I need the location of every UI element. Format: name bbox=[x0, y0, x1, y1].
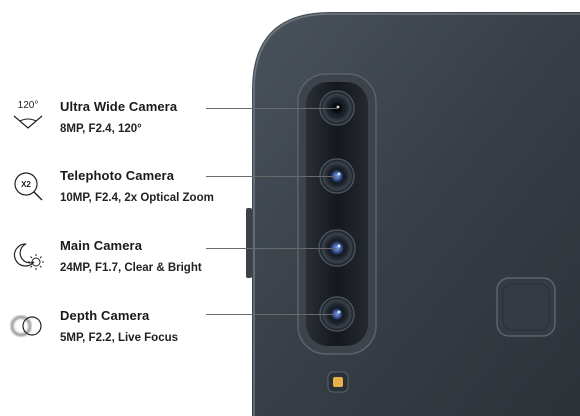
svg-text:X2: X2 bbox=[21, 180, 31, 189]
camera-title: Telephoto Camera bbox=[60, 168, 175, 183]
side-button bbox=[246, 208, 252, 278]
ultra-wide-camera-label: Ultra Wide Camera 8MP, F2.4, 120° bbox=[60, 99, 177, 137]
connector-line-ultra-wide bbox=[206, 108, 337, 109]
connector-line-telephoto bbox=[206, 176, 337, 177]
ultra-wide-angle-icon: 120° bbox=[13, 100, 43, 129]
camera-spec: 24MP, F1.7, Clear & Bright bbox=[60, 262, 202, 274]
depth-camera-label: Depth Camera 5MP, F2.2, Live Focus bbox=[60, 308, 178, 346]
lens-ultra-wide bbox=[319, 90, 355, 126]
camera-spec: 10MP, F2.4, 2x Optical Zoom bbox=[60, 192, 214, 204]
camera-title: Depth Camera bbox=[60, 308, 150, 323]
lens-telephoto bbox=[319, 158, 355, 194]
zoom-magnifier-icon: X2 bbox=[14, 172, 43, 201]
connector-line-main bbox=[206, 248, 337, 249]
lens-module bbox=[306, 82, 368, 346]
camera-spec: 5MP, F2.2, Live Focus bbox=[60, 332, 179, 344]
camera-title: Ultra Wide Camera bbox=[60, 99, 178, 114]
depth-focus-icon bbox=[11, 316, 42, 336]
svg-text:120°: 120° bbox=[18, 100, 39, 111]
camera-spec: 8MP, F2.4, 120° bbox=[60, 123, 142, 135]
telephoto-camera-label: Telephoto Camera 10MP, F2.4, 2x Optical … bbox=[60, 168, 214, 206]
camera-title: Main Camera bbox=[60, 238, 143, 253]
lens-depth bbox=[319, 296, 355, 332]
fingerprint-sensor bbox=[496, 277, 556, 337]
low-light-bright-icon bbox=[13, 243, 44, 270]
phone-edge-highlight bbox=[253, 13, 580, 416]
main-camera-label: Main Camera 24MP, F1.7, Clear & Bright bbox=[60, 238, 202, 276]
connector-line-depth bbox=[206, 314, 337, 315]
